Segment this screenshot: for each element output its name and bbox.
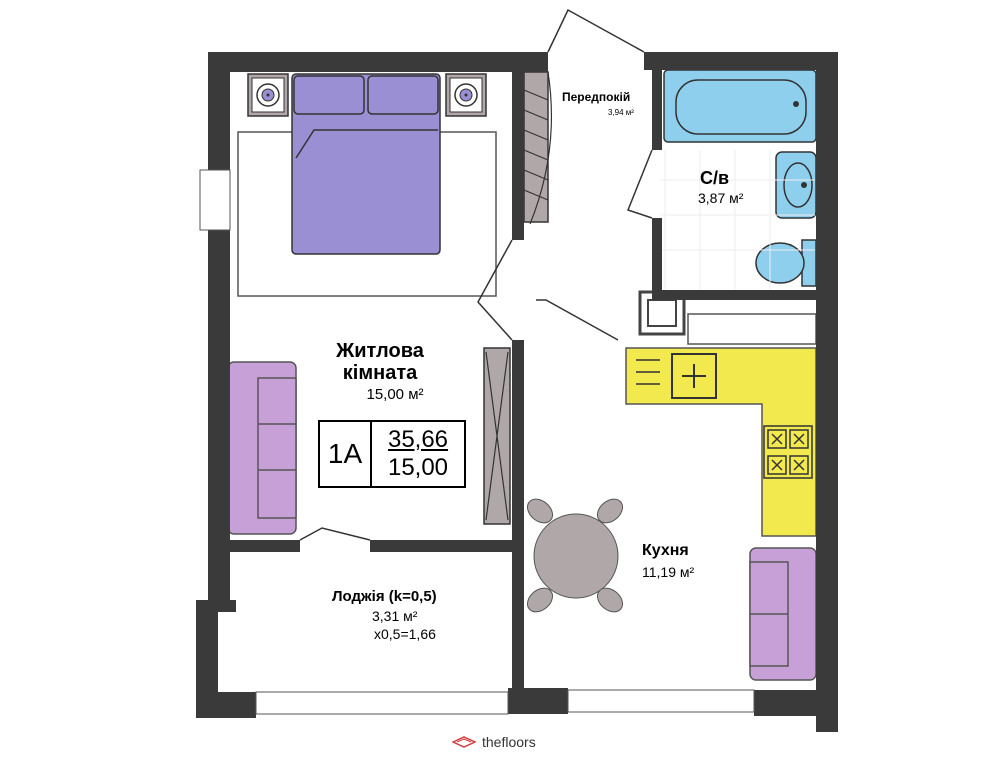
wardrobe bbox=[523, 71, 553, 225]
windows bbox=[199, 169, 755, 715]
mirror-panel bbox=[483, 347, 511, 525]
toilet bbox=[755, 239, 817, 287]
living-sofa bbox=[227, 361, 297, 535]
hall-area: 3,94 м² bbox=[608, 108, 634, 117]
loggia-name: Лоджія (k=0,5) bbox=[332, 588, 437, 605]
kitchen-counter-grey bbox=[687, 313, 817, 345]
loggia-calc: x0,5=1,66 bbox=[374, 626, 436, 642]
living-room-name-line2: кімната bbox=[342, 362, 418, 384]
stove bbox=[763, 425, 813, 479]
washbasin bbox=[775, 151, 817, 219]
nightstand-right bbox=[445, 73, 487, 117]
living-room-name-line1: Житлова bbox=[336, 340, 424, 362]
kitchen-area: 11,19 м² bbox=[642, 564, 695, 580]
bath-area: 3,87 м² bbox=[698, 190, 744, 206]
living-room-area: 15,00 м² bbox=[366, 386, 424, 403]
unit-living-area: 15,00 bbox=[387, 454, 449, 481]
bath-tiles bbox=[660, 150, 815, 290]
unit-area-box: 1А 35,66 15,00 bbox=[318, 420, 466, 488]
hall-name: Передпокій bbox=[562, 90, 631, 104]
bath-name: С/в bbox=[700, 168, 730, 188]
brand-text: thefloors bbox=[482, 734, 536, 750]
nightstand-left bbox=[247, 73, 289, 117]
doors bbox=[299, 8, 653, 541]
living-room-name: Житлова кімната bbox=[318, 340, 442, 384]
unit-values: 35,66 15,00 bbox=[372, 422, 464, 486]
kitchen-counter bbox=[625, 347, 817, 537]
bed bbox=[291, 73, 441, 255]
bathtub bbox=[663, 69, 817, 143]
dining-table bbox=[526, 498, 624, 613]
unit-code: 1А bbox=[320, 422, 372, 486]
kitchen-name: Кухня bbox=[642, 542, 689, 559]
loggia-area: 3,31 м² bbox=[372, 608, 418, 624]
kitchen-sofa bbox=[749, 547, 817, 681]
unit-total-area: 35,66 bbox=[387, 426, 449, 453]
brand-logo-icon bbox=[452, 736, 476, 748]
brand-watermark: thefloors bbox=[452, 734, 536, 750]
